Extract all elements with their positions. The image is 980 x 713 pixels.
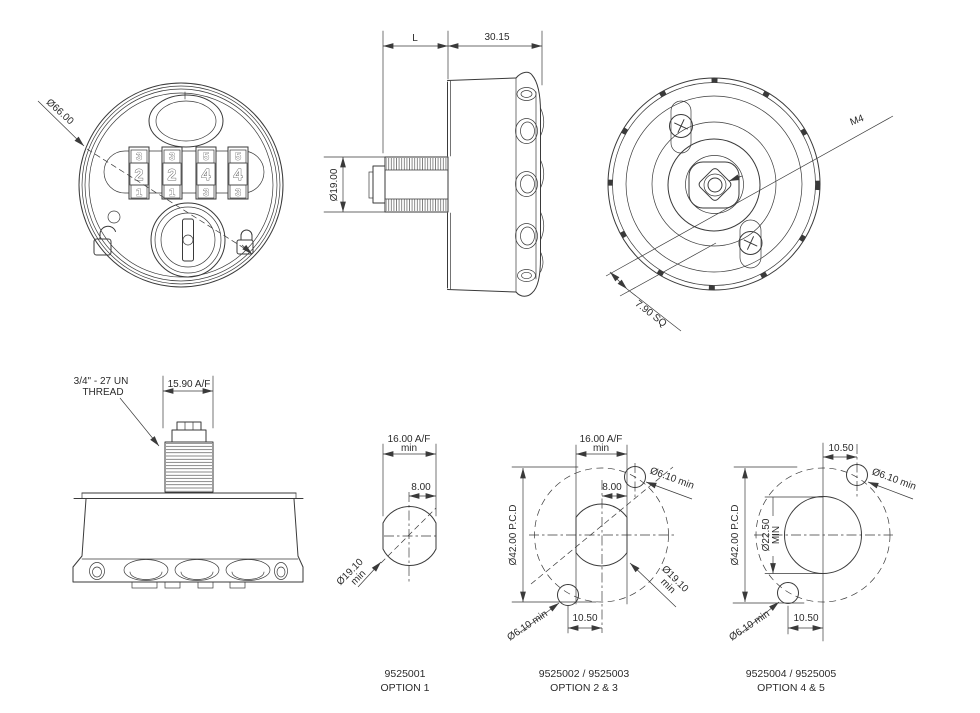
- thread-spec-line1: 3/4" - 27 UN: [74, 376, 129, 387]
- af-dim-label: 16.00 A/F: [388, 434, 431, 445]
- wheel-digit: 5: [235, 151, 241, 163]
- body-bottom-view: 3/4" - 27 UN THREAD 15.90 A/F: [72, 375, 304, 589]
- padlock-closed-icon: [236, 229, 254, 255]
- square-drive: [698, 168, 732, 201]
- option-1-label: OPTION 1: [380, 682, 429, 694]
- wheel-digit: 2: [135, 167, 144, 184]
- option-4-5-code: 9525004 / 9525005: [746, 668, 837, 680]
- combination-wheel-2: 3 2 1: [161, 146, 183, 200]
- option-4-5-drawing: 10.50 Ø22.50 MIN Ø42.00 P.C.D Ø6.10 min …: [727, 442, 917, 643]
- option-1-code: 9525001: [385, 668, 426, 680]
- option-2-3-drawing: 16.00 A/F min 8.00 Ø6.10 min Ø6.10 min Ø…: [505, 434, 695, 643]
- front-diameter-label: Ø66.00: [44, 97, 76, 127]
- phillips-screw-bottom: [738, 219, 763, 269]
- m4-label: M4: [849, 113, 866, 128]
- thread-spec-line2: THREAD: [82, 387, 123, 398]
- code-window: [148, 91, 224, 148]
- lock-body-side: [447, 71, 545, 297]
- m4-hole: [707, 177, 723, 193]
- wheel-track: [103, 150, 265, 194]
- wheel-digit: 3: [136, 151, 142, 163]
- double-d-cutout: [575, 503, 628, 567]
- wheel-digit: 3: [203, 187, 209, 199]
- af-min-label: min: [401, 443, 417, 454]
- cutout-dia-label: Ø22.50: [761, 518, 772, 551]
- option-2-3-code: 9525002 / 9525003: [539, 668, 630, 680]
- hole-top-label: Ø6.10 min: [870, 467, 917, 493]
- pcd-dim-label: Ø42.00 P.C.D: [508, 505, 519, 566]
- index-dot-icon: [107, 210, 121, 224]
- key-cylinder: [150, 202, 226, 278]
- wheel-digit: 5: [203, 151, 209, 163]
- offset-dim-label: 8.00: [411, 482, 431, 493]
- wheel-digit: 4: [202, 167, 211, 184]
- cutout-dia-min-label: MIN: [771, 526, 782, 544]
- offset-dim-label: 8.00: [602, 482, 622, 493]
- threaded-barrel: [368, 156, 449, 213]
- back-view: M4 7.90 SQ: [605, 77, 894, 332]
- lock-body-bottom: [72, 492, 304, 589]
- spacing-bottom-label: 10.50: [793, 613, 818, 624]
- combination-wheel-3: 5 4 3: [195, 146, 217, 200]
- flats-dim-label: 15.90 A/F: [168, 379, 211, 390]
- key-slot: [182, 218, 194, 262]
- barrel-dia-label: Ø19.00: [329, 168, 340, 201]
- spacing-top-label: 10.50: [828, 443, 853, 454]
- pcd-dim-label: Ø42.00 P.C.D: [730, 505, 741, 566]
- screw-hole-top: [846, 464, 868, 486]
- wheel-digit: 3: [235, 187, 241, 199]
- padlock-open-icon: [93, 225, 116, 256]
- wheel-digit: 3: [169, 151, 175, 163]
- option-1-drawing: 16.00 A/F min 8.00 Ø19.10 min: [335, 434, 437, 588]
- phillips-screw-top: [669, 100, 693, 154]
- hole-top-label: Ø6.10 min: [648, 466, 695, 492]
- option-2-3-label: OPTION 2 & 3: [550, 682, 618, 694]
- side-view: L 30.15 Ø19.00: [323, 30, 545, 297]
- length-dim-label: L: [412, 33, 418, 44]
- spindle-boss: [688, 161, 740, 209]
- screw-hole-bottom: [557, 584, 579, 606]
- rim-notches: [608, 78, 820, 290]
- option-4-5-label: OPTION 4 & 5: [757, 682, 825, 694]
- double-d-cutout: [382, 506, 437, 566]
- cam-tail: [372, 165, 386, 204]
- hole-bottom-label: Ø6.10 min: [505, 608, 549, 643]
- combination-wheel-4: 5 4 3: [227, 146, 249, 200]
- wheel-digit: 2: [168, 167, 177, 184]
- spacing-dim-label: 10.50: [572, 613, 597, 624]
- front-view: 3 2 1 3 2 1 5 4 3 5 4: [37, 82, 284, 288]
- threaded-stem: [164, 421, 214, 493]
- square-dim-label: 7.90 SQ: [633, 298, 669, 329]
- screw-hole-bottom: [777, 582, 799, 604]
- af-dim-label: 16.00 A/F: [580, 434, 623, 445]
- wheel-digit: 1: [136, 187, 142, 199]
- wheel-digit: 1: [169, 187, 175, 199]
- af-min-label: min: [593, 443, 609, 454]
- depth-dim-label: 30.15: [484, 32, 509, 43]
- wheel-digit: 4: [234, 167, 243, 184]
- hole-bottom-label: Ø6.10 min: [727, 608, 771, 643]
- combination-wheel-1: 3 2 1: [128, 146, 150, 200]
